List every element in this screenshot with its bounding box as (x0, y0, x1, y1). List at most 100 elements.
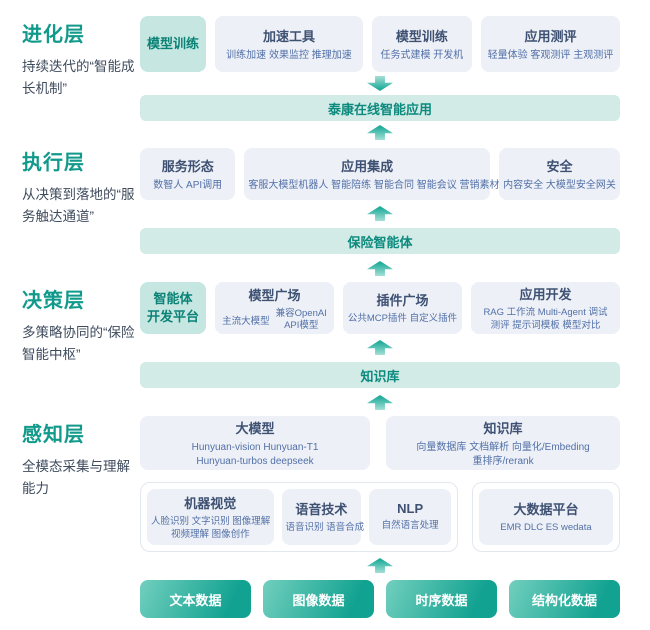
decision-layer-label: 决策层 多策略协同的“保险智能中枢” (22, 282, 140, 416)
box-plugin-plaza: 插件广场 公共MCP插件 自定义插件 (342, 282, 462, 334)
decision-tag-agent-platform: 智能体 开发平台 (140, 282, 206, 334)
data-source-image: 图像数据 (263, 580, 374, 618)
box-sub: 语音识别 语音合成 (285, 522, 365, 534)
evolution-layer-subtitle: 持续迭代的“智能成长机制” (22, 59, 135, 96)
data-source-label: 文本数据 (169, 592, 222, 608)
box-sub: 轻量体验 客观测评 主观测评 (487, 49, 614, 61)
box-title: 模型训练 (395, 28, 448, 44)
tag-label: 模型训练 (146, 36, 199, 52)
box-sub: 客服大模型机器人 智能陪练 智能合同 智能会议 营销素材 (248, 179, 500, 191)
box-llm: 大模型 Hunyuan-vision Hunyuan-T1 Hunyuan-tu… (140, 416, 371, 470)
box-sub-line: API模型 (284, 319, 319, 331)
execution-layer-label: 执行层 从决策到落地的“服务触达通道” (22, 144, 140, 282)
box-sub-item: 兼容OpenAI API模型 (276, 308, 327, 331)
band-label: 知识库 (360, 368, 400, 384)
evolution-layer-section: 进化层 持续迭代的“智能成长机制” 模型训练 加速工具 训练加速 效果监控 推理… (22, 16, 620, 144)
data-source-label: 结构化数据 (531, 592, 597, 608)
big-data-group: 大数据平台 EMR DLC ES wedata (471, 482, 620, 552)
band-label: 泰康在线智能应用 (327, 101, 432, 117)
evolution-box-row: 模型训练 加速工具 训练加速 效果监控 推理加速 模型训练 任务式建模 开发机 … (140, 16, 620, 72)
band-insurance-agent: 保险智能体 (140, 228, 620, 254)
box-title: 应用测评 (524, 28, 577, 44)
execution-layer-section: 执行层 从决策到落地的“服务触达通道” 服务形态 数智人 API调用 应用集成 … (22, 144, 620, 282)
box-knowledge-base: 知识库 向量数据库 文档解析 向量化/Embeding 重排序/rerank (386, 416, 620, 470)
box-title: 插件广场 (376, 293, 429, 309)
decision-layer-section: 决策层 多策略协同的“保险智能中枢” 智能体 开发平台 模型广场 主流大模型 兼… (22, 282, 620, 416)
box-sub: 训练加速 效果监控 推理加速 (226, 49, 352, 61)
box-sub-line2: 测评 提示词模板 模型对比 (490, 319, 601, 331)
flow-arrow-up-icon (367, 395, 393, 410)
decision-layer-title: 决策层 (22, 290, 85, 312)
box-sub-line1: 向量数据库 文档解析 向量化/Embeding (416, 442, 590, 453)
perception-box-row-top: 大模型 Hunyuan-vision Hunyuan-T1 Hunyuan-tu… (140, 416, 620, 470)
box-sub-line2: Hunyuan-turbos deepseek (196, 455, 314, 467)
box-title: 应用集成 (341, 158, 394, 174)
box-accel-tools: 加速工具 训练加速 效果监控 推理加速 (215, 16, 363, 72)
box-sub-line1: RAG 工作流 Multi-Agent 调试 (483, 306, 608, 318)
box-app-development: 应用开发 RAG 工作流 Multi-Agent 调试 测评 提示词模板 模型对… (470, 282, 620, 334)
data-source-timeseries: 时序数据 (386, 580, 497, 618)
box-sub-line1: 人脸识别 文字识别 图像理解 (151, 515, 271, 527)
box-sub-line2: 重排序/rerank (472, 455, 534, 467)
box-sub: EMR DLC ES wedata (500, 522, 592, 534)
box-app-evaluation: 应用测评 轻量体验 客观测评 主观测评 (480, 16, 620, 72)
decision-layer-content: 智能体 开发平台 模型广场 主流大模型 兼容OpenAI API模型 插件广场 (140, 282, 620, 416)
data-source-label: 图像数据 (292, 592, 345, 608)
evolution-tag-model-training: 模型训练 (140, 16, 206, 72)
box-title: 大模型 (235, 421, 275, 436)
decision-layer-subtitle: 多策略协同的“保险智能中枢” (22, 325, 135, 362)
tag-label-line1: 智能体 (153, 291, 193, 307)
box-model-plaza: 模型广场 主流大模型 兼容OpenAI API模型 (215, 282, 334, 334)
flow-arrow-up-icon (367, 125, 393, 140)
band-label: 保险智能体 (347, 234, 413, 250)
box-service-forms: 服务形态 数智人 API调用 (140, 148, 236, 200)
flow-arrow-up-icon (367, 558, 393, 573)
evolution-layer-label: 进化层 持续迭代的“智能成长机制” (22, 16, 140, 144)
data-source-text: 文本数据 (140, 580, 251, 618)
band-knowledge-base: 知识库 (140, 362, 620, 388)
box-title: 大数据平台 (513, 502, 579, 518)
box-title: 服务形态 (161, 158, 214, 174)
box-sub: 数智人 API调用 (153, 179, 223, 191)
box-title: 知识库 (483, 421, 523, 436)
perception-layer-subtitle: 全模态采集与理解能力 (22, 459, 130, 496)
execution-layer-subtitle: 从决策到落地的“服务触达通道” (22, 187, 135, 224)
band-taikang-online-app: 泰康在线智能应用 (140, 95, 620, 121)
box-title: NLP (397, 501, 424, 517)
perception-layer-label: 感知层 全模态采集与理解能力 (22, 416, 140, 618)
box-title: 机器视觉 (184, 495, 237, 511)
box-title: 安全 (546, 158, 573, 174)
box-security: 安全 内容安全 大模型安全网关 (498, 148, 620, 200)
perception-box-row-bottom: 机器视觉 人脸识别 文字识别 图像理解 视频理解 图像创作 语音技术 语音识别 … (140, 482, 620, 552)
box-speech-tech: 语音技术 语音识别 语音合成 (281, 489, 365, 545)
flow-arrow-up-icon (367, 340, 393, 355)
box-sub: 公共MCP插件 自定义插件 (347, 313, 458, 325)
decision-box-row: 智能体 开发平台 模型广场 主流大模型 兼容OpenAI API模型 插件广场 (140, 282, 620, 334)
execution-layer-content: 服务形态 数智人 API调用 应用集成 客服大模型机器人 智能陪练 智能合同 智… (140, 144, 620, 282)
flow-arrow-down-icon (367, 76, 393, 91)
box-model-training: 模型训练 任务式建模 开发机 (371, 16, 472, 72)
perception-layer-title: 感知层 (22, 424, 85, 446)
box-computer-vision: 机器视觉 人脸识别 文字识别 图像理解 视频理解 图像创作 (147, 489, 274, 545)
box-app-integration: 应用集成 客服大模型机器人 智能陪练 智能合同 智能会议 营销素材 (244, 148, 500, 200)
flow-arrow-up-icon (367, 261, 393, 276)
box-title: 模型广场 (248, 288, 301, 304)
box-sub: 任务式建模 开发机 (380, 49, 464, 61)
box-sub-item: 主流大模型 (222, 315, 270, 327)
flow-arrow-up-icon (367, 206, 393, 221)
data-sources-row: 文本数据 图像数据 时序数据 结构化数据 (140, 580, 620, 618)
box-sub: 主流大模型 兼容OpenAI API模型 (219, 308, 330, 331)
evolution-layer-content: 模型训练 加速工具 训练加速 效果监控 推理加速 模型训练 任务式建模 开发机 … (140, 16, 620, 144)
box-sub-line1: Hunyuan-vision Hunyuan-T1 (191, 442, 319, 453)
box-sub: 自然语言处理 (381, 520, 439, 532)
execution-layer-title: 执行层 (22, 152, 85, 174)
data-source-label: 时序数据 (415, 592, 468, 608)
box-title: 应用开发 (519, 286, 572, 302)
data-source-structured: 结构化数据 (509, 580, 620, 618)
box-big-data-platform: 大数据平台 EMR DLC ES wedata (478, 489, 613, 545)
box-sub-line: 兼容OpenAI (275, 308, 327, 320)
evolution-layer-title: 进化层 (22, 24, 85, 46)
box-nlp: NLP 自然语言处理 (369, 489, 451, 545)
execution-box-row: 服务形态 数智人 API调用 应用集成 客服大模型机器人 智能陪练 智能合同 智… (140, 148, 620, 200)
